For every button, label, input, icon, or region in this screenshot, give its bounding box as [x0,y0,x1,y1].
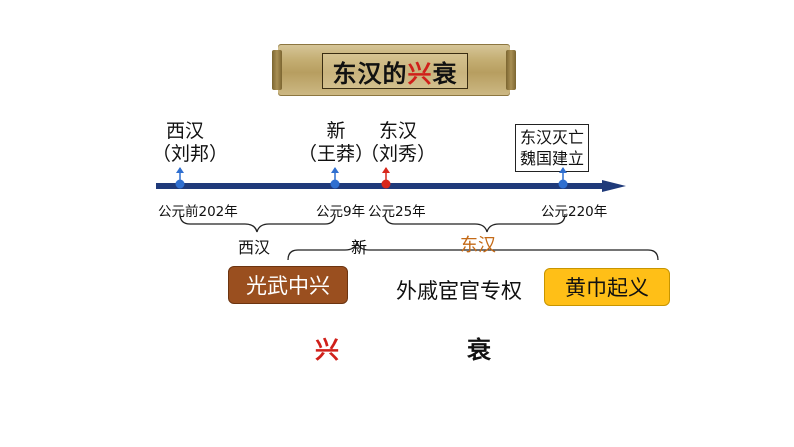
guangwu-zhongxing-button[interactable]: 光武中兴 [228,266,348,304]
year-202bc: 公元前202年 [158,204,238,220]
event-xin-name: 新 [326,120,346,142]
page-title: 东汉的兴衰 [322,53,468,89]
title-prefix: 东汉的 [332,58,408,88]
period-xihan: 西汉 [238,238,271,257]
event-donghan-name: 东汉 [378,120,417,142]
timeline-axis [156,180,626,192]
waiqi-huanguan-text: 外戚宦官专权 [396,279,522,303]
year-9ad: 公元9年 [316,204,366,220]
brace-donghan [384,213,566,233]
year-25ad: 公元25年 [368,204,426,220]
shuai-label: 衰 [467,335,491,364]
event-xin-founder: （王莽） [298,143,375,165]
axis-arrowhead [602,180,626,192]
event-donghan-founder: （刘秀） [360,143,437,165]
title-shuai: 衰 [432,58,458,88]
marker-donghan [381,167,391,189]
event-xihan-label: 西汉 （刘邦） [152,120,229,166]
brace-xihan [179,213,336,233]
marker-end [558,167,568,189]
end-event-line2: 魏国建立 [520,149,585,168]
end-event-box: 东汉灭亡 魏国建立 [515,124,590,172]
period-donghan: 东汉 [460,235,496,256]
marker-xin [330,167,340,189]
axis-bar [156,183,604,189]
event-xihan-founder: （刘邦） [152,143,229,165]
title-xing: 兴 [407,58,433,88]
year-220ad: 公元220年 [541,204,608,220]
period-xin: 新 [351,238,368,257]
marker-xihan [175,167,185,189]
event-donghan-label: 东汉 （刘秀） [360,120,436,166]
xing-label: 兴 [315,335,339,364]
event-xin-label: 新 （王莽） [298,120,374,166]
brace-xin [287,241,659,261]
huangjin-qiyi-button[interactable]: 黄巾起义 [544,268,670,306]
period-braces [179,213,659,261]
title-banner: 东汉的兴衰 [272,44,516,96]
end-event-line1: 东汉灭亡 [520,128,585,147]
event-xihan-name: 西汉 [165,120,204,142]
